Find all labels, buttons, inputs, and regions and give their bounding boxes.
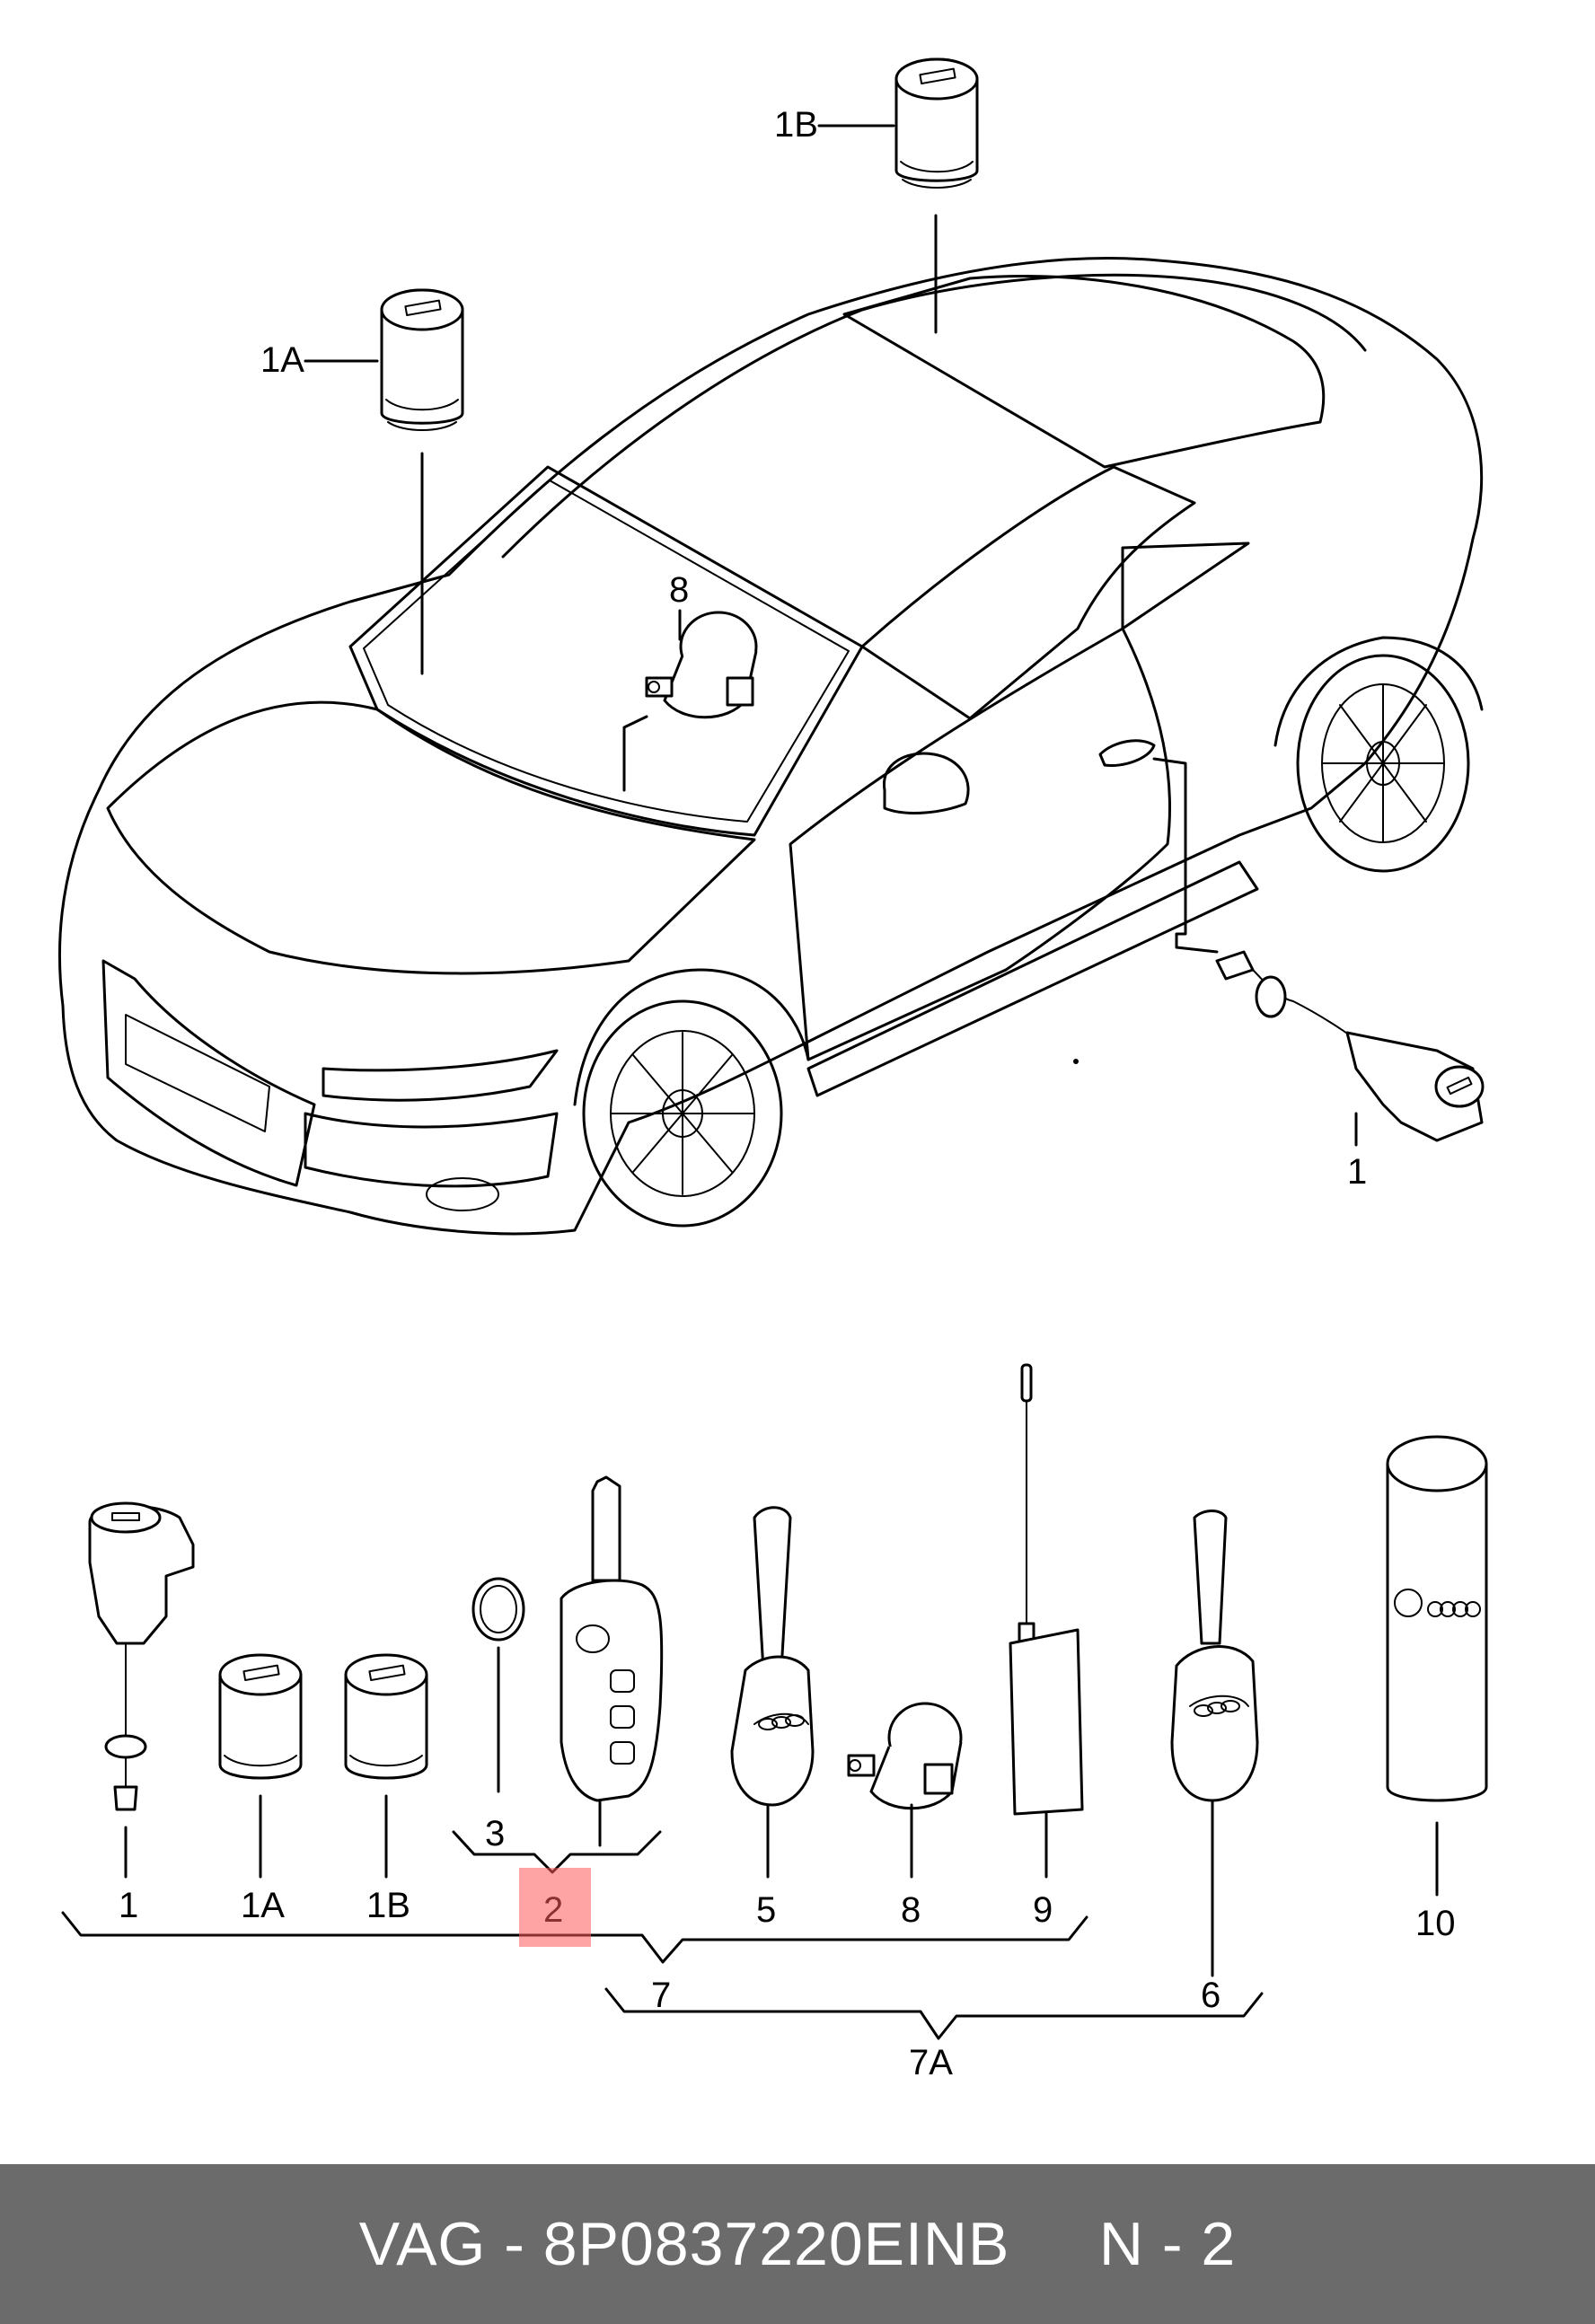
battery-part-3 xyxy=(471,1577,525,1642)
bracket-7a xyxy=(604,1987,1264,2040)
label-9: 9 xyxy=(1033,1890,1053,1930)
label-1a: 1A xyxy=(241,1886,285,1925)
label-6: 6 xyxy=(1201,1976,1220,2015)
spray-can-part-10 xyxy=(1386,1435,1488,1802)
key-part-6 xyxy=(1170,1510,1259,1802)
ignition-switch-top xyxy=(645,611,758,719)
leader-1-car xyxy=(1152,757,1219,954)
label-8-top: 8 xyxy=(669,570,689,610)
ignition-switch-part-8 xyxy=(847,1702,963,1810)
label-3: 3 xyxy=(485,1814,505,1853)
highlight-marker-2 xyxy=(519,1868,591,1947)
footer-brand: VAG xyxy=(358,2210,487,2278)
footer-position: N - 2 xyxy=(1098,2210,1237,2278)
footer-separator: - xyxy=(486,2210,543,2278)
antenna-part-9 xyxy=(1009,1363,1084,1816)
footer-gap xyxy=(1009,2209,1098,2279)
door-lock-right xyxy=(1215,950,1485,1142)
footer-bar: VAG - 8P0837220EINB N - 2 xyxy=(0,2164,1595,2324)
label-10: 10 xyxy=(1415,1904,1456,1943)
label-1: 1 xyxy=(119,1886,138,1925)
label-1b-top: 1B xyxy=(774,105,818,145)
door-lock-part-1 xyxy=(88,1501,195,1811)
label-5: 5 xyxy=(756,1890,776,1930)
bracket-7 xyxy=(61,1911,1088,1964)
leader-8-car xyxy=(622,715,648,792)
lock-cylinder-part-1a xyxy=(218,1653,303,1780)
lock-cylinder-1a-top xyxy=(380,288,464,431)
key-part-5 xyxy=(730,1506,815,1807)
label-1-right: 1 xyxy=(1347,1152,1367,1192)
footer-part-number: 8P0837220EINB xyxy=(542,2210,1010,2278)
lock-cylinder-part-1b xyxy=(344,1653,428,1780)
label-1b: 1B xyxy=(366,1886,410,1925)
label-8: 8 xyxy=(901,1890,921,1930)
car-illustration xyxy=(57,257,1484,1236)
label-7a: 7A xyxy=(909,2043,953,2082)
label-1a-top: 1A xyxy=(260,340,304,380)
lock-cylinder-1b-top xyxy=(894,57,979,189)
flip-key-part-2 xyxy=(560,1475,664,1802)
label-7: 7 xyxy=(651,1976,671,2015)
parts-diagram: 1B 1A 8 1 1 1A 1B 3 2 5 8 9 10 7 6 7A xyxy=(57,57,1488,2082)
